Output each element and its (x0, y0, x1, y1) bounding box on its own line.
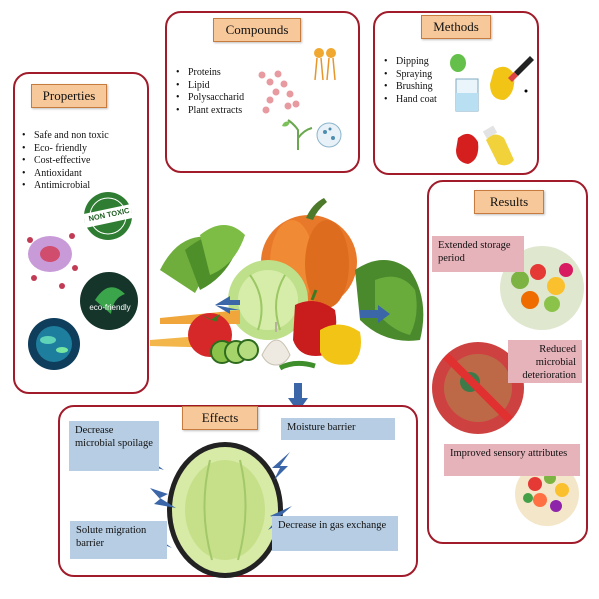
effect-moisture-barrier: Moisture barrier (281, 418, 395, 440)
list-item: Proteins (176, 67, 276, 80)
list-item: Hand coat (384, 94, 464, 107)
results-title: Results (474, 190, 544, 214)
list-item: Brushing (384, 81, 464, 94)
cucumber-icon (210, 339, 259, 364)
eco-friendly-label: eco-friendly (89, 303, 131, 312)
down-arrow-icon (288, 383, 308, 412)
list-item: Antimicrobial (22, 180, 147, 193)
result-extended-storage: Extended storage period (432, 236, 524, 272)
properties-panel (13, 72, 149, 394)
result-reduced-deterioration: Reduced microbial deterioration (508, 340, 582, 383)
result-improved-sensory: Improved sensory attributes (444, 444, 580, 476)
leafy-greens-icon (160, 225, 245, 293)
compounds-title: Compounds (213, 18, 301, 42)
list-item: Safe and non toxic (22, 130, 147, 143)
list-item: Eco- friendly (22, 143, 147, 156)
methods-title: Methods (421, 15, 491, 39)
list-item: Dipping (384, 56, 464, 69)
right-arrow-icon (360, 305, 390, 323)
list-item: Polysaccharid (176, 92, 276, 105)
list-item: Antioxidant (22, 168, 147, 181)
list-item: Cost-effective (22, 155, 147, 168)
properties-title: Properties (31, 84, 107, 108)
properties-list: Safe and non toxic Eco- friendly Cost-ef… (22, 130, 147, 193)
cabbage-icon (228, 260, 308, 340)
compounds-list: Proteins Lipid Polysaccharid Plant extra… (176, 67, 276, 117)
list-item: Spraying (384, 69, 464, 82)
effect-gas-exchange: Decrease in gas exchange (272, 516, 398, 551)
left-arrow-icon (215, 296, 240, 314)
garlic-icon (261, 322, 291, 366)
list-item: Lipid (176, 80, 276, 93)
chili-icon (278, 360, 316, 371)
kale-icon (355, 260, 424, 341)
effect-solute-migration: Solute migration barrier (70, 521, 167, 559)
effects-title: Effects (182, 406, 258, 430)
list-item: Plant extracts (176, 105, 276, 118)
yellow-pepper-icon (320, 324, 361, 365)
methods-list: Dipping Spraying Brushing Hand coat (384, 56, 464, 106)
effect-decrease-spoilage: Decrease microbial spoilage (69, 421, 159, 471)
